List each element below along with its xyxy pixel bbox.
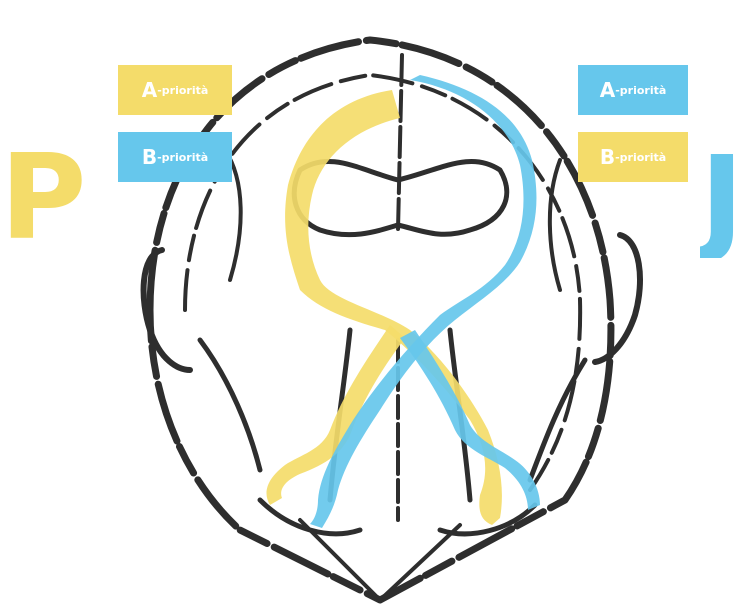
left-label-a-priority: A-priorità bbox=[118, 65, 232, 115]
left-label-b-prefix: B bbox=[142, 145, 157, 169]
right-label-b-suffix: -priorità bbox=[615, 151, 666, 164]
left-sulcus-2 bbox=[200, 340, 260, 470]
right-sulcus-1 bbox=[550, 160, 560, 290]
right-big-letter: J bbox=[700, 140, 744, 258]
right-sulcus-2 bbox=[530, 360, 585, 480]
left-label-a-suffix: -priorità bbox=[157, 84, 208, 97]
right-label-a-priority: A-priorità bbox=[578, 65, 688, 115]
right-label-a-suffix: -priorità bbox=[615, 84, 666, 97]
left-label-b-suffix: -priorità bbox=[157, 151, 208, 164]
left-label-a-prefix: A bbox=[142, 78, 157, 102]
left-label-b-priority: B-priorità bbox=[118, 132, 232, 182]
right-label-a-prefix: A bbox=[600, 78, 615, 102]
left-big-letter: P bbox=[0, 138, 86, 256]
right-label-b-priority: B-priorità bbox=[578, 132, 688, 182]
right-label-b-prefix: B bbox=[600, 145, 615, 169]
